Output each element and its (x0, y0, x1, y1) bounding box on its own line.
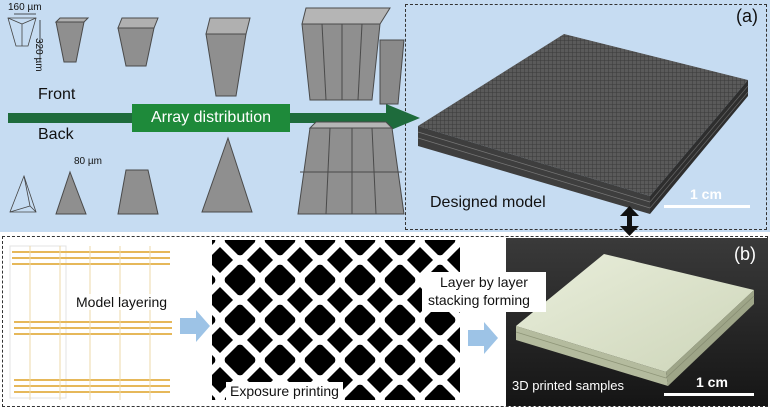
back-array-block (297, 121, 405, 215)
exposure-pattern (212, 240, 460, 400)
printed-samples-label: 3D printed samples (512, 378, 624, 393)
layer-by-layer-label: Layer by layer (440, 274, 528, 290)
layer-stacking-box (422, 272, 546, 312)
dim-160-label: 160 µm (8, 2, 42, 13)
unit-outline-front (7, 13, 41, 62)
designed-model-label: Designed model (430, 194, 546, 211)
back-label: Back (38, 126, 74, 143)
top-scale-bar (664, 205, 750, 208)
connect-double-arrow (620, 206, 639, 236)
bottom-scale-label: 1 cm (696, 374, 728, 390)
panel-a-label: (a) (736, 6, 758, 26)
designed-model-slab (417, 34, 749, 214)
model-layering-label: Model layering (76, 294, 168, 310)
exposure-printing-label: Exposure printing (226, 382, 343, 400)
panel-b-label: (b) (734, 244, 756, 264)
unit-outline-back (9, 174, 37, 213)
front-unit-cells (54, 17, 251, 97)
array-distribution-label: Array distribution (132, 104, 290, 132)
dim-80-label: 80 µm (74, 156, 102, 167)
dim-320-label: 320 µm (33, 38, 44, 72)
back-unit-cells (55, 136, 253, 215)
front-array-block (301, 7, 405, 105)
flow-arrow-2 (468, 322, 498, 354)
stacking-forming-label: stacking forming (428, 292, 530, 308)
front-label: Front (38, 86, 76, 103)
model-layering-sketch (9, 245, 172, 400)
flow-arrow-1 (180, 310, 210, 342)
top-scale-label: 1 cm (690, 186, 722, 202)
printed-sample-photo (506, 238, 768, 406)
